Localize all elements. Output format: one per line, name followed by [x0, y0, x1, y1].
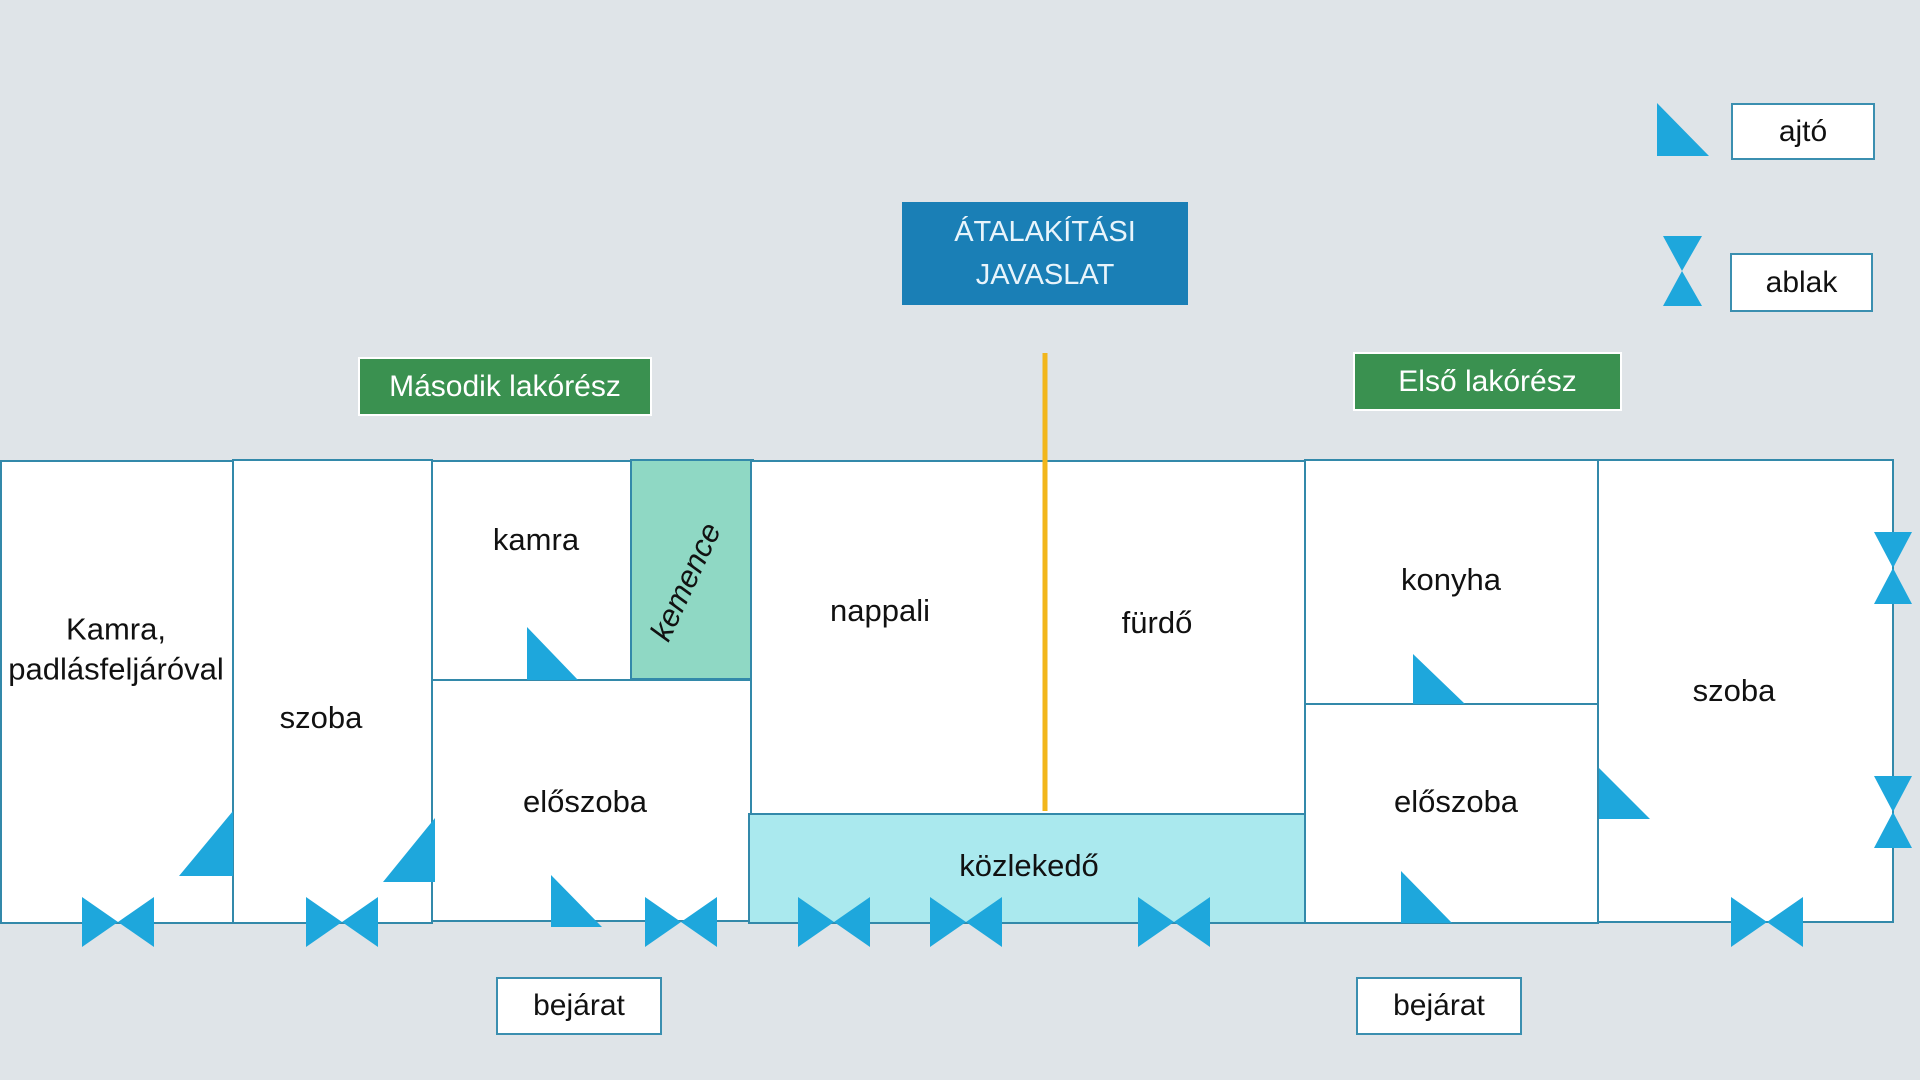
title-box: ÁTALAKÍTÁSI JAVASLAT — [902, 202, 1188, 305]
room-label-kamra: kamra — [492, 521, 580, 557]
room-label-szoba-right: szoba — [1692, 672, 1776, 708]
room-kozlekedo — [748, 813, 1306, 924]
legend-window-label: ablak — [1730, 253, 1873, 312]
room-kamra-padlas — [0, 460, 234, 924]
room-label-line: padlásfeljáróval — [8, 652, 224, 687]
window-icon — [1874, 776, 1912, 848]
room-label-line: Kamra, — [66, 611, 166, 647]
room-label-eloszoba-left: előszoba — [522, 783, 648, 819]
door-icon — [1599, 768, 1650, 819]
room-eloszoba-left — [431, 679, 752, 922]
door-icon — [383, 818, 435, 882]
legend-door-label: ajtó — [1731, 103, 1875, 160]
room-label-nappali: nappali — [830, 592, 930, 628]
room-label-kamra-padlas: Kamra, padlásfeljáróval — [8, 610, 223, 691]
door-icon — [527, 627, 578, 680]
legend-window-icon — [1663, 236, 1702, 306]
room-label-furdo: fürdő — [1121, 604, 1193, 640]
window-icon — [1731, 897, 1803, 947]
room-label-eloszoba-right: előszoba — [1393, 783, 1519, 819]
room-label-konyha: konyha — [1401, 561, 1501, 597]
door-icon — [551, 875, 602, 927]
door-icon — [179, 811, 233, 876]
entrance-right: bejárat — [1356, 977, 1522, 1035]
room-label-kozlekedo: közlekedő — [959, 847, 1099, 883]
room-szoba-right — [1597, 459, 1894, 923]
door-icon — [1413, 654, 1465, 704]
entrance-left: bejárat — [496, 977, 662, 1035]
room-kemence — [630, 459, 754, 680]
window-icon — [930, 897, 1002, 947]
legend-door-icon — [1657, 103, 1709, 156]
title-line-2: JAVASLAT — [975, 258, 1115, 291]
door-icon — [1401, 871, 1452, 923]
window-icon — [1874, 532, 1912, 604]
window-icon — [1138, 897, 1210, 947]
room-konyha — [1304, 459, 1599, 705]
room-nappali-furdo — [750, 460, 1306, 815]
room-label-szoba-left: szoba — [279, 699, 363, 735]
section-label-second: Második lakórész — [358, 357, 652, 416]
window-icon — [645, 897, 717, 947]
window-icon — [82, 897, 154, 947]
section-label-first: Első lakórész — [1353, 352, 1622, 411]
window-icon — [306, 897, 378, 947]
window-icon — [798, 897, 870, 947]
room-szoba-left — [232, 459, 433, 924]
title-line-1: ÁTALAKÍTÁSI — [954, 216, 1136, 249]
